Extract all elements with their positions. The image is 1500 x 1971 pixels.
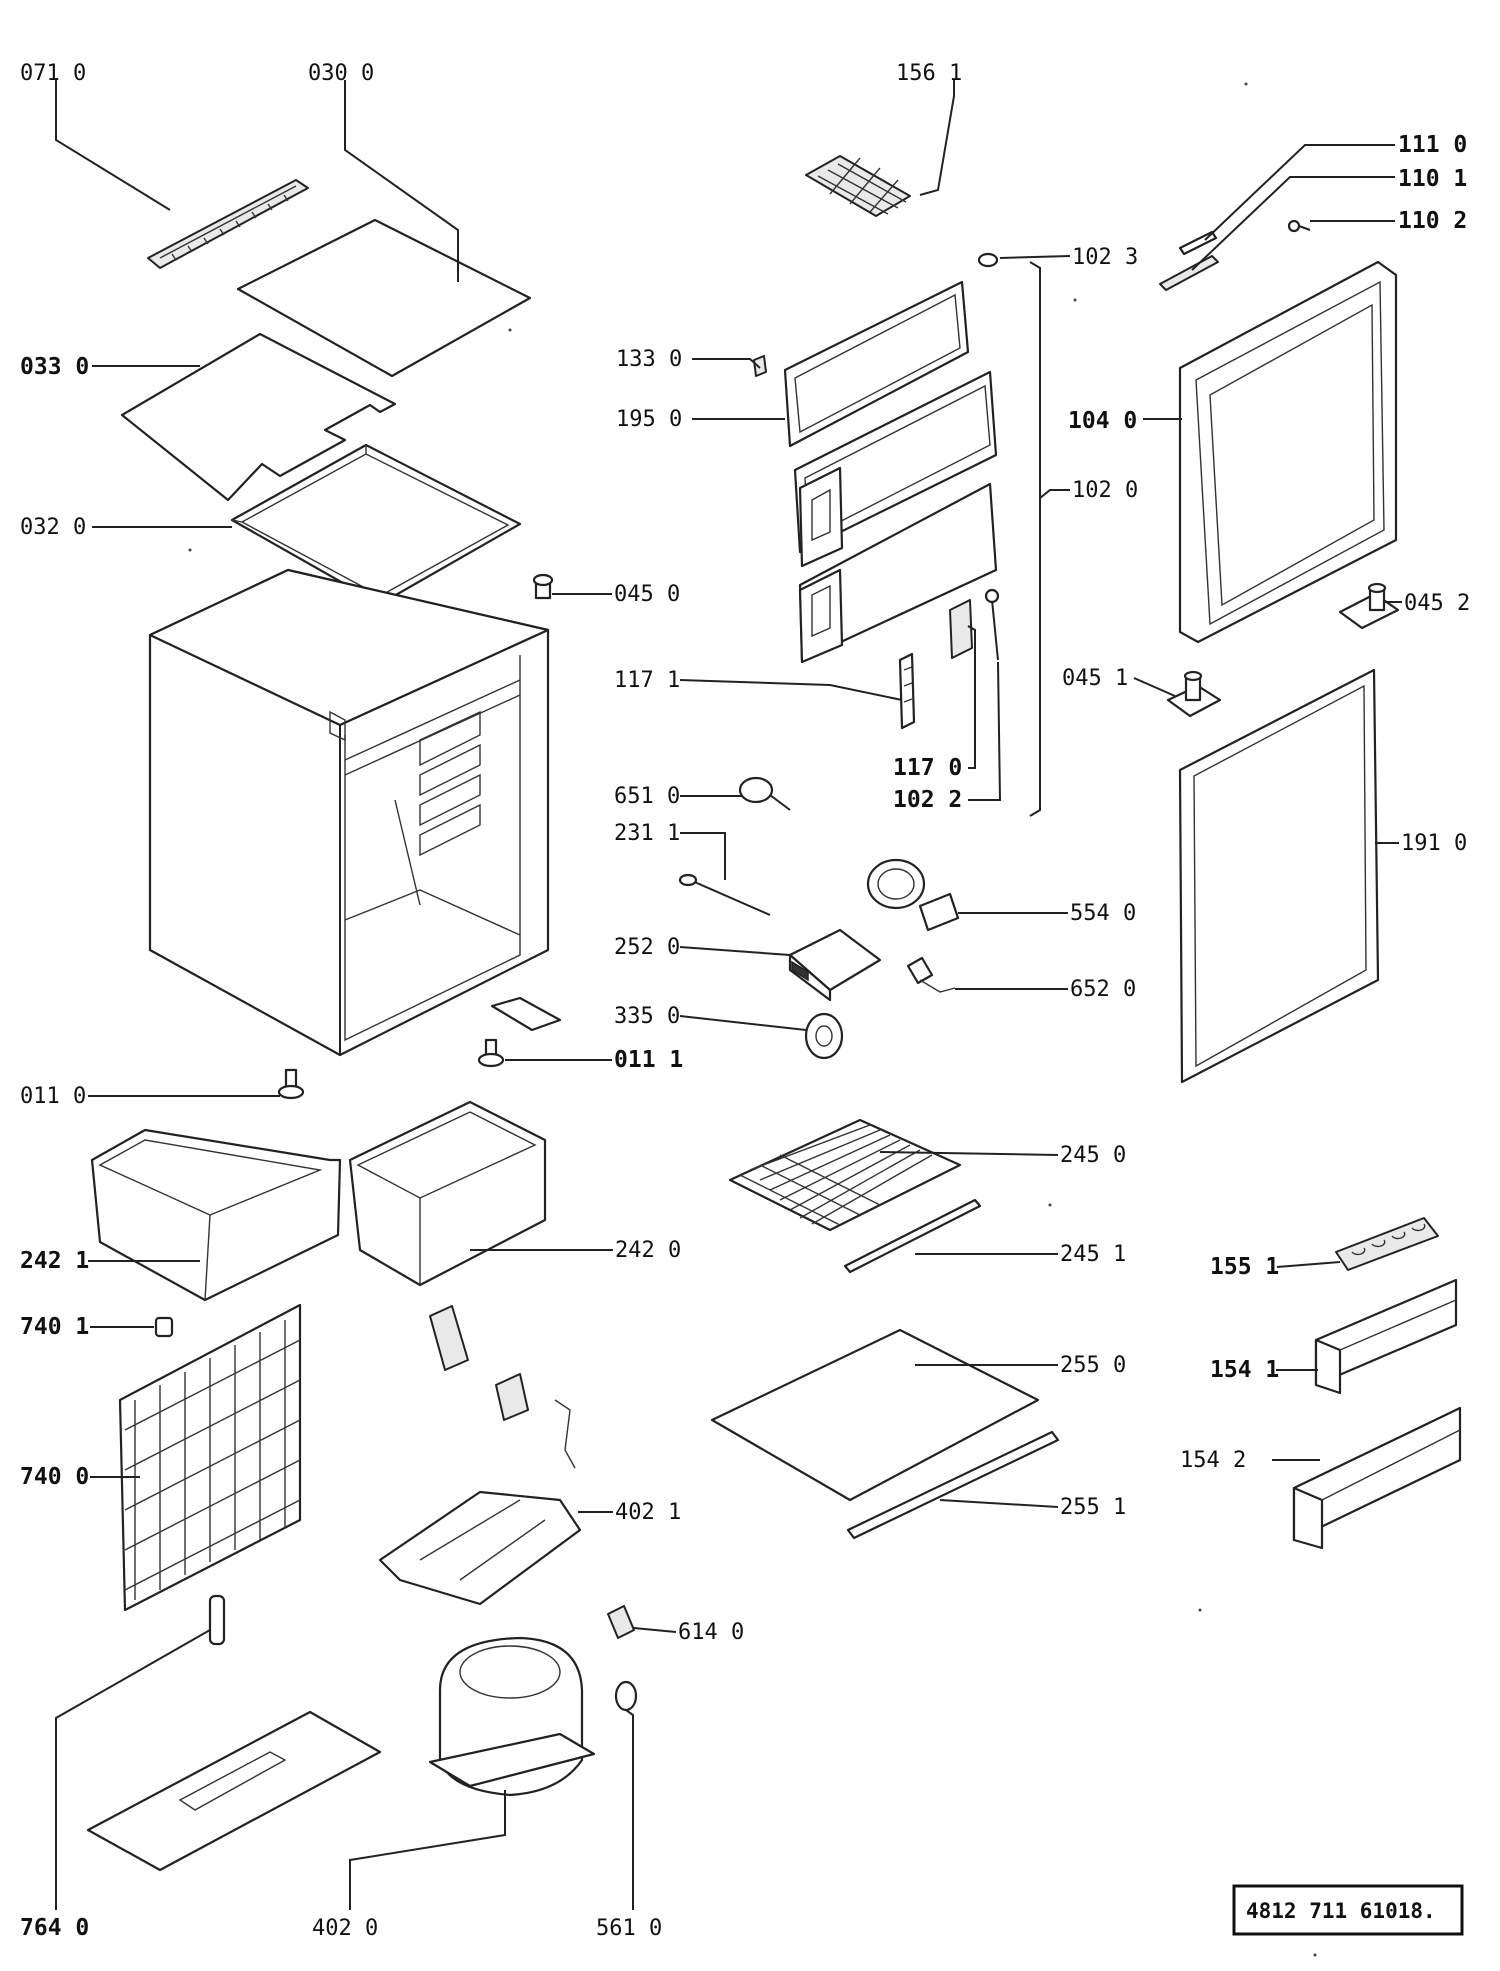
label-154-2: 154 2	[1180, 1448, 1246, 1473]
label-102-0: 102 0	[1072, 478, 1138, 503]
label-154-1: 154 1	[1210, 1357, 1279, 1383]
label-191-0: 191 0	[1401, 831, 1467, 856]
part-117-1-rack	[898, 652, 916, 730]
label-117-0: 117 0	[893, 755, 962, 781]
label-030-0: 030 0	[308, 61, 374, 86]
part-651-0-lamp	[738, 776, 791, 811]
label-255-1: 255 1	[1060, 1495, 1126, 1520]
part-156-1-grille	[805, 155, 911, 217]
part-764-0-mounting-rail	[208, 1594, 226, 1646]
label-133-0: 133 0	[616, 347, 682, 372]
label-071-0: 071 0	[20, 61, 86, 86]
part-255-1-shelf-trim	[846, 1430, 1060, 1540]
part-045-0-hinge-pin	[532, 573, 554, 600]
label-111-0: 111 0	[1398, 132, 1467, 158]
label-102-3: 102 3	[1072, 245, 1138, 270]
label-242-0: 242 0	[615, 1238, 681, 1263]
label-011-0: 011 0	[20, 1084, 86, 1109]
part-133-0-clip	[753, 355, 767, 377]
label-402-0: 402 0	[312, 1916, 378, 1941]
part-104-0-door	[1178, 260, 1398, 644]
part-255-0-glass-shelf	[710, 1328, 1040, 1502]
label-110-1: 110 1	[1398, 166, 1467, 192]
part-110-1-handle-insert	[1159, 255, 1219, 291]
label-155-1: 155 1	[1210, 1254, 1279, 1280]
label-402-1: 402 1	[615, 1500, 681, 1525]
label-245-0: 245 0	[1060, 1143, 1126, 1168]
part-102-0-door-assembly	[793, 370, 998, 664]
part-045-2-hinge	[1338, 582, 1400, 630]
relay-parts	[429, 1305, 576, 1469]
part-071-0-trim-strip	[147, 179, 309, 269]
part-231-1-sensor	[678, 873, 771, 916]
document-reference: 4812 711 61018.	[1232, 1884, 1464, 1936]
part-245-0-wire-shelf	[728, 1118, 962, 1232]
part-245-1-shelf-trim	[843, 1198, 982, 1274]
part-740-0-condenser	[118, 1303, 302, 1612]
label-102-2: 102 2	[893, 787, 962, 813]
label-335-0: 335 0	[614, 1004, 680, 1029]
part-030-0-top-panel	[236, 218, 532, 378]
label-045-2: 045 2	[1404, 591, 1470, 616]
label-104-0: 104 0	[1068, 408, 1137, 434]
label-033-0: 033 0	[20, 354, 89, 380]
label-740-1: 740 1	[20, 1314, 89, 1340]
label-740-0: 740 0	[20, 1464, 89, 1490]
label-156-1: 156 1	[896, 61, 962, 86]
label-032-0: 032 0	[20, 515, 86, 540]
part-045-1-hinge	[1166, 670, 1222, 718]
part-740-1-clip	[154, 1316, 174, 1338]
document-reference-number: 4812 711 61018.	[1246, 1899, 1436, 1923]
part-242-1-drawer	[90, 1128, 342, 1302]
part-191-0-door-gasket	[1178, 668, 1380, 1084]
part-117-0-bracket	[949, 599, 973, 659]
base-plate	[86, 1710, 382, 1872]
label-554-0: 554 0	[1070, 901, 1136, 926]
part-033-0-shelf	[120, 332, 397, 502]
label-110-2: 110 2	[1398, 208, 1467, 234]
part-402-0-compressor	[428, 1636, 596, 1797]
label-045-1: 045 1	[1062, 666, 1128, 691]
part-154-2-door-rack	[1292, 1406, 1462, 1550]
label-011-1: 011 1	[614, 1047, 683, 1073]
part-195-0-door-panel	[783, 280, 970, 448]
part-402-1-compressor-tray	[378, 1490, 582, 1606]
label-561-0: 561 0	[596, 1916, 662, 1941]
label-252-0: 252 0	[614, 935, 680, 960]
part-011-0-foot	[277, 1068, 305, 1100]
part-554-0-thermostat-knob	[866, 858, 960, 932]
label-045-0: 045 0	[614, 582, 680, 607]
label-231-1: 231 1	[614, 821, 680, 846]
part-252-0-thermostat	[788, 928, 882, 1002]
part-652-0-switch	[906, 956, 956, 993]
label-195-0: 195 0	[616, 407, 682, 432]
cabinet-body	[148, 568, 550, 1057]
part-242-0-drawer	[348, 1100, 547, 1287]
label-255-0: 255 0	[1060, 1353, 1126, 1378]
part-154-1-door-rack	[1314, 1278, 1458, 1395]
leader-lines	[55, 80, 1402, 1910]
scan-specks	[188, 82, 1317, 1957]
part-011-1-foot-plate	[477, 996, 562, 1068]
part-335-0-knob	[804, 1012, 844, 1060]
part-155-1-egg-tray	[1335, 1217, 1439, 1271]
part-labels: 071 0 030 0 156 1 111 0 110 1 110 2 102 …	[20, 61, 1470, 1941]
label-764-0: 764 0	[20, 1915, 89, 1941]
label-651-0: 651 0	[614, 784, 680, 809]
label-245-1: 245 1	[1060, 1242, 1126, 1267]
label-117-1: 117 1	[614, 668, 680, 693]
part-614-0-relay	[607, 1605, 635, 1639]
label-242-1: 242 1	[20, 1248, 89, 1274]
part-032-0-shelf-frame	[230, 443, 522, 606]
part-102-3-clip	[977, 252, 999, 268]
part-561-0-overload	[614, 1680, 638, 1712]
part-102-2-rod	[984, 588, 1000, 661]
label-652-0: 652 0	[1070, 977, 1136, 1002]
part-110-2-screw	[1287, 219, 1311, 233]
label-614-0: 614 0	[678, 1620, 744, 1645]
